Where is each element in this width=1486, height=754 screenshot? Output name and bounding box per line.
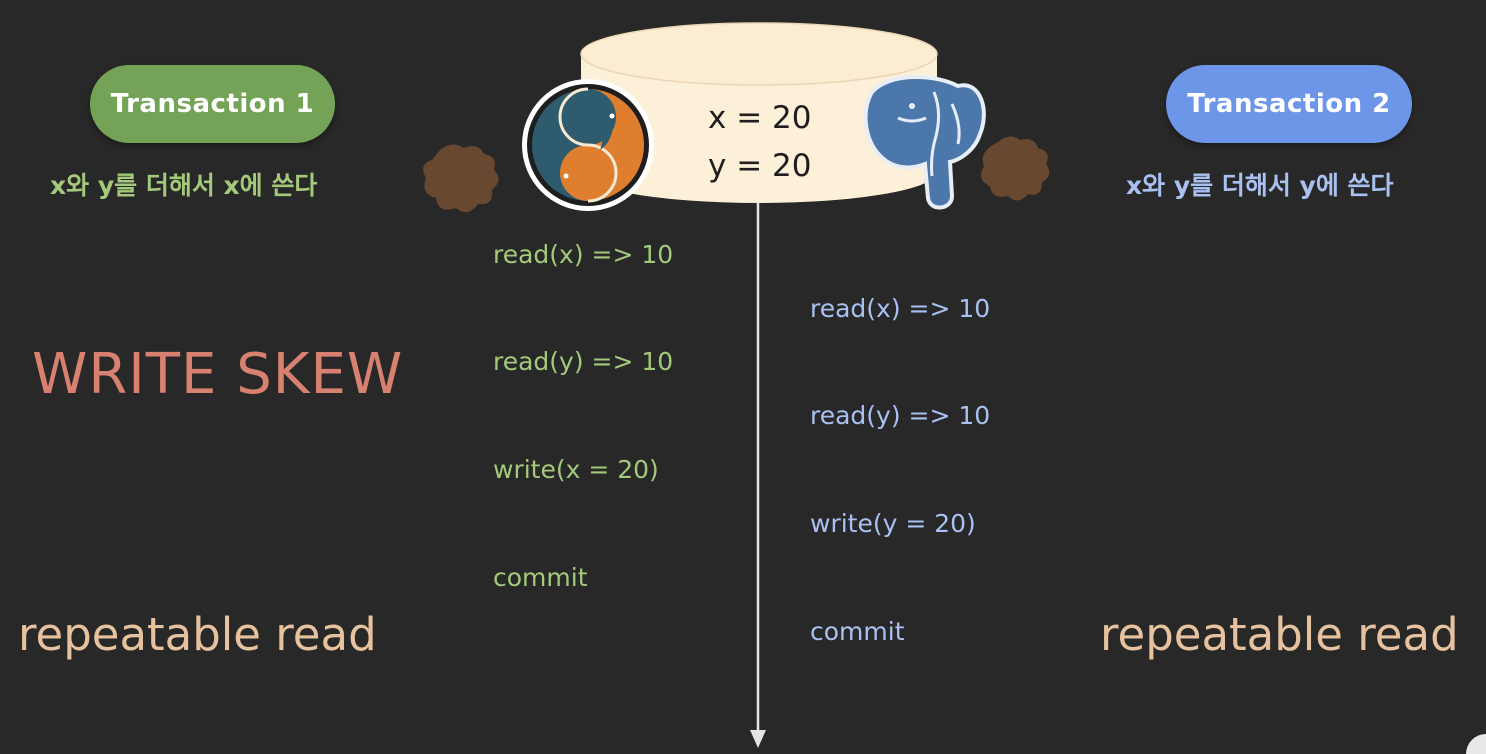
anomaly-title: WRITE SKEW <box>32 342 404 407</box>
isolation-level-left: repeatable read <box>18 608 377 661</box>
transaction-1-label: Transaction 1 <box>110 89 315 119</box>
timeline-arrow <box>750 200 766 748</box>
db-value-x: x = 20 <box>708 100 812 136</box>
smudge-left-icon <box>423 144 499 213</box>
db-value-y: y = 20 <box>708 148 812 184</box>
t1-operation-read-y: read(y) => 10 <box>493 347 674 376</box>
t1-operation-write-x: write(x = 20) <box>493 455 659 484</box>
t2-operation-read-y: read(y) => 10 <box>810 401 991 430</box>
transaction-1-badge: Transaction 1 <box>90 65 335 143</box>
t1-operation-commit: commit <box>493 563 588 592</box>
database-cylinder <box>580 22 938 203</box>
postgresql-elephant-icon <box>863 75 986 210</box>
t2-operation-read-x: read(x) => 10 <box>810 294 991 323</box>
transaction-1-description: x와 y를 더해서 x에 쓴다 <box>50 171 318 200</box>
t2-operation-write-y: write(y = 20) <box>810 509 976 538</box>
t2-operation-commit: commit <box>810 617 905 646</box>
mysql-dolphin-icon <box>522 79 654 211</box>
smudge-right-icon <box>981 136 1050 201</box>
isolation-level-right: repeatable read <box>1100 608 1459 661</box>
transaction-2-label: Transaction 2 <box>1187 89 1391 119</box>
transaction-2-badge: Transaction 2 <box>1166 65 1412 143</box>
transaction-2-description: x와 y를 더해서 y에 쓴다 <box>1126 171 1394 200</box>
t1-operation-read-x: read(x) => 10 <box>493 240 674 269</box>
corner-overlay-button[interactable] <box>1466 734 1486 754</box>
